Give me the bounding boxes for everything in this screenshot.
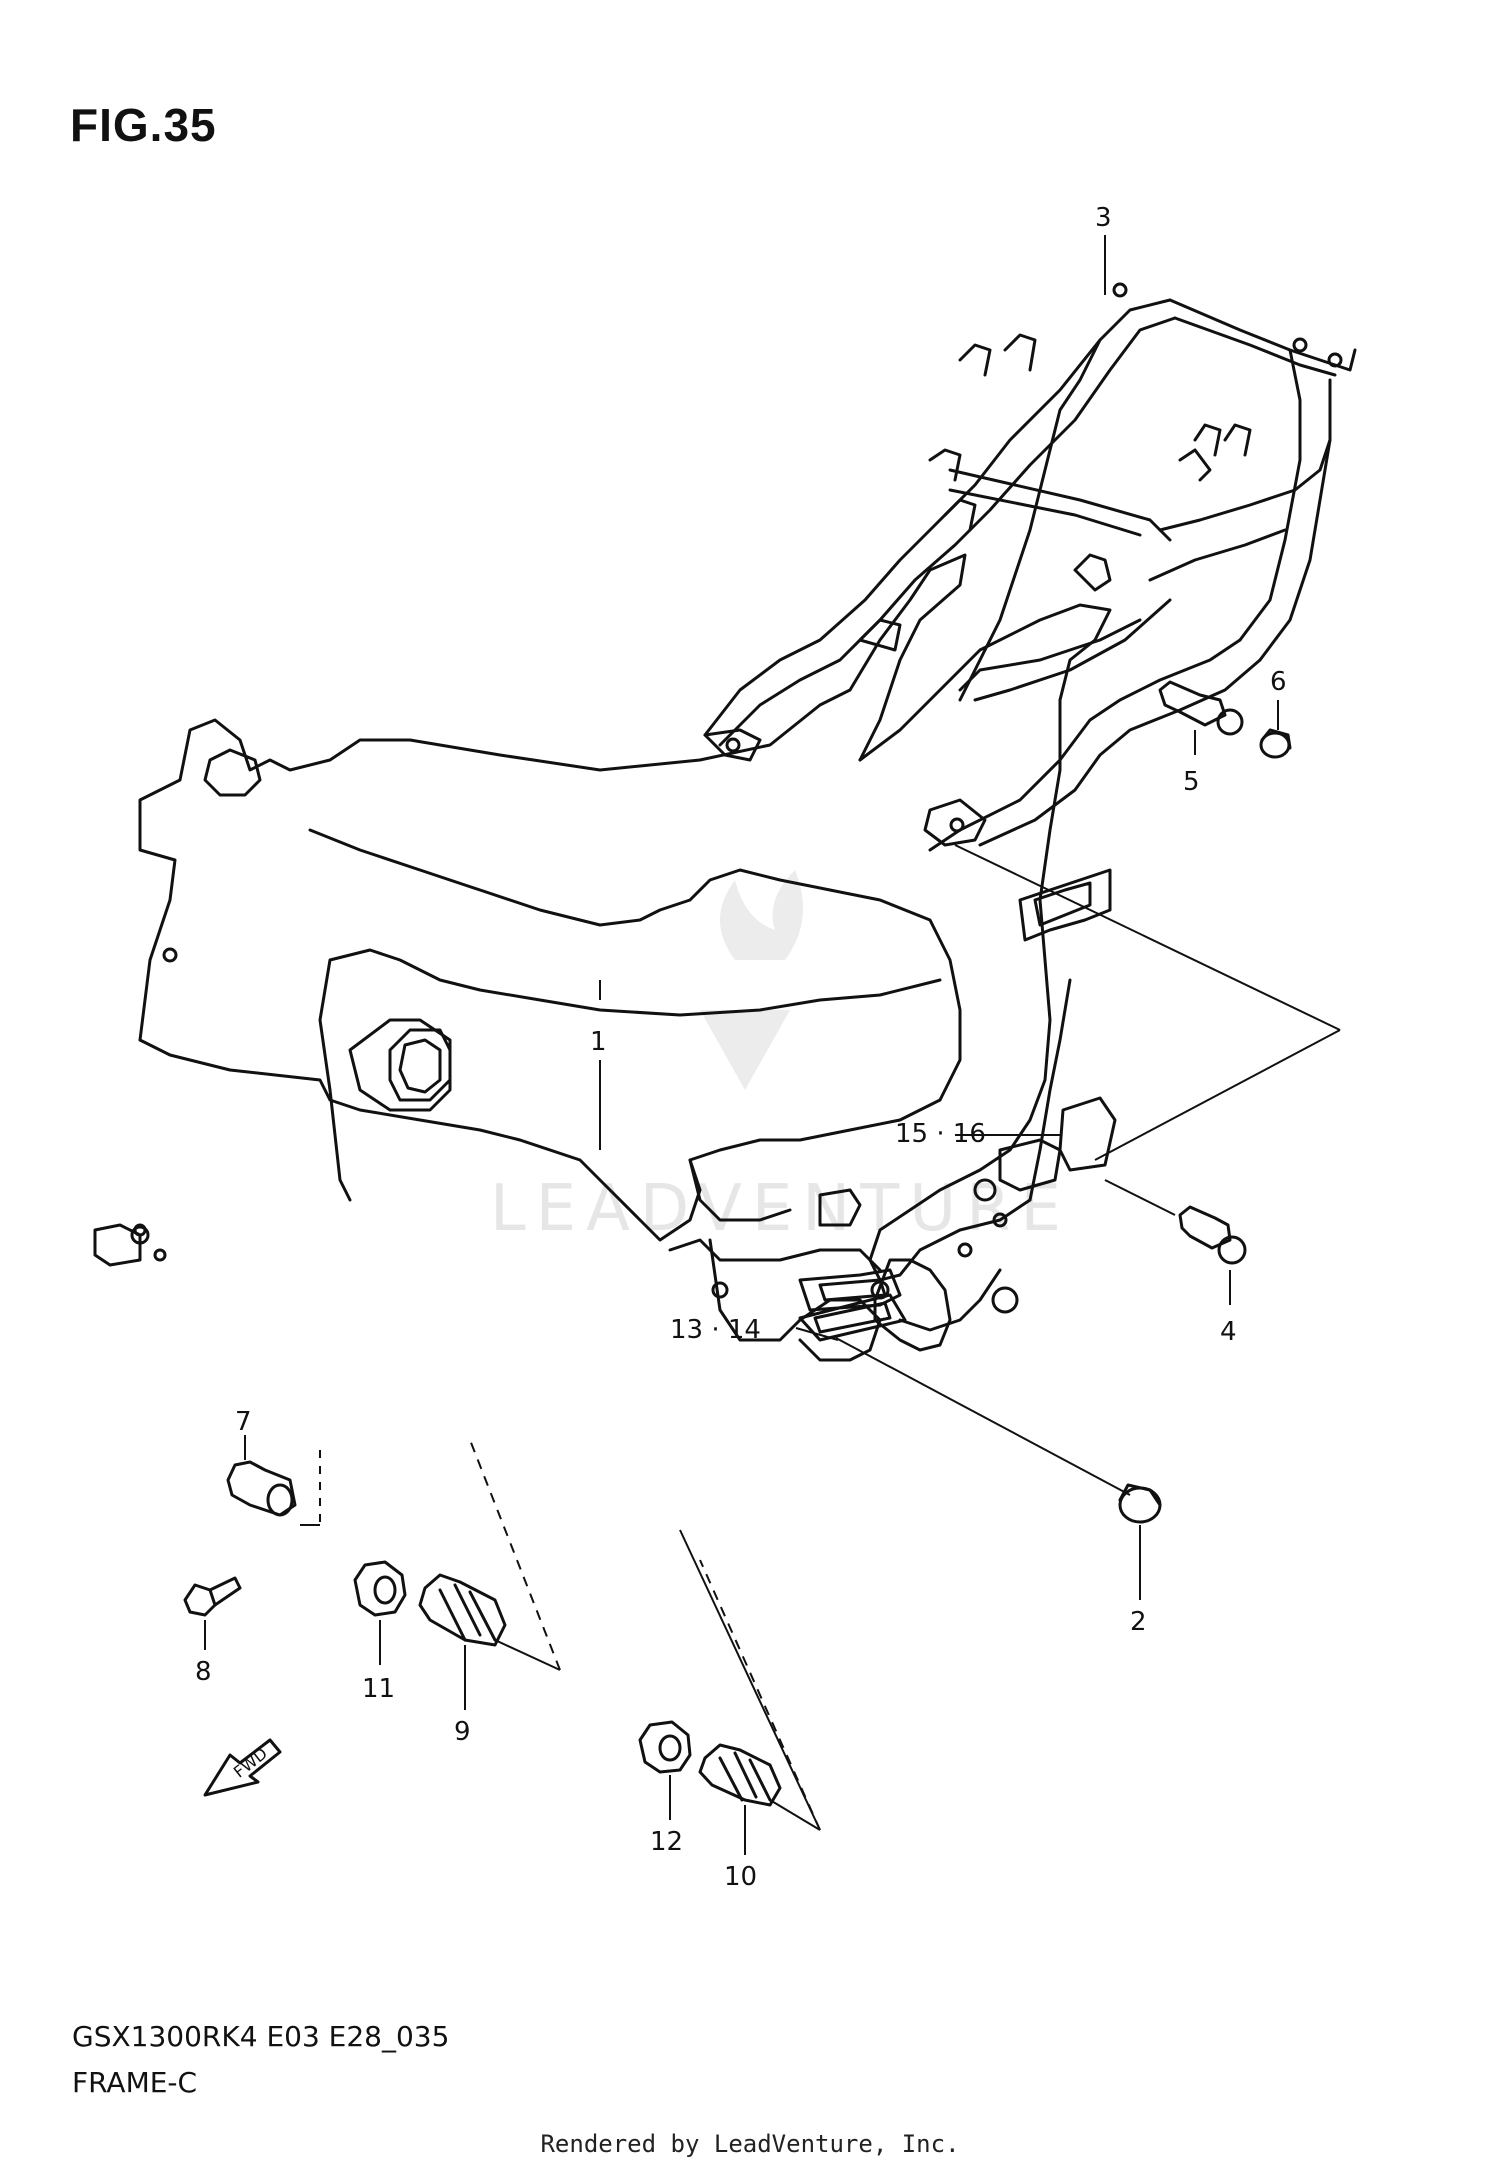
adjuster-9-part <box>418 1573 507 1647</box>
callout-15-16: 15 · 16 <box>895 1119 986 1149</box>
callout-12: 12 <box>650 1827 683 1857</box>
leader-lines <box>204 235 1341 1855</box>
callout-7: 7 <box>235 1407 252 1437</box>
cap-2-part <box>1118 1483 1162 1524</box>
nut-11-part <box>353 1560 407 1617</box>
callout-10: 10 <box>724 1862 757 1892</box>
callout-5: 5 <box>1183 767 1200 797</box>
figure-title: FIG.35 <box>70 99 217 151</box>
callout-8: 8 <box>195 1657 212 1687</box>
bolt-5-part <box>1158 680 1244 736</box>
callout-11: 11 <box>362 1674 395 1704</box>
cap-6-part <box>1259 728 1292 759</box>
bolt-8-part <box>183 1576 242 1617</box>
bolt-4-part <box>1178 1205 1247 1265</box>
seat-rail-frame-part <box>703 282 1357 852</box>
rendered-by-credit: Rendered by LeadVenture, Inc. <box>540 2130 960 2158</box>
forward-arrow-icon: FWD <box>203 1738 282 1797</box>
callout-13-14: 13 · 14 <box>670 1315 761 1345</box>
callout-4: 4 <box>1220 1317 1237 1347</box>
watermark: LEADVENTURE <box>490 870 1071 1246</box>
callout-9: 9 <box>454 1717 471 1747</box>
callout-6: 6 <box>1270 667 1287 697</box>
callouts: 3 1 6 5 15 · 16 4 13 · 14 2 7 8 11 9 12 … <box>195 203 1287 1892</box>
model-code: GSX1300RK4 E03 E28_035 <box>72 2020 450 2053</box>
adjuster-10-part <box>698 1743 782 1807</box>
collar-7-part <box>226 1460 297 1517</box>
main-frame-part <box>93 553 1112 1362</box>
label-15-16-part <box>1058 1096 1117 1172</box>
callout-2: 2 <box>1130 1607 1147 1637</box>
section-name: FRAME-C <box>72 2066 198 2099</box>
nut-12-part <box>638 1720 692 1774</box>
watermark-text: LEADVENTURE <box>490 1172 1071 1246</box>
callout-1: 1 <box>590 1027 607 1057</box>
callout-3: 3 <box>1095 203 1112 233</box>
